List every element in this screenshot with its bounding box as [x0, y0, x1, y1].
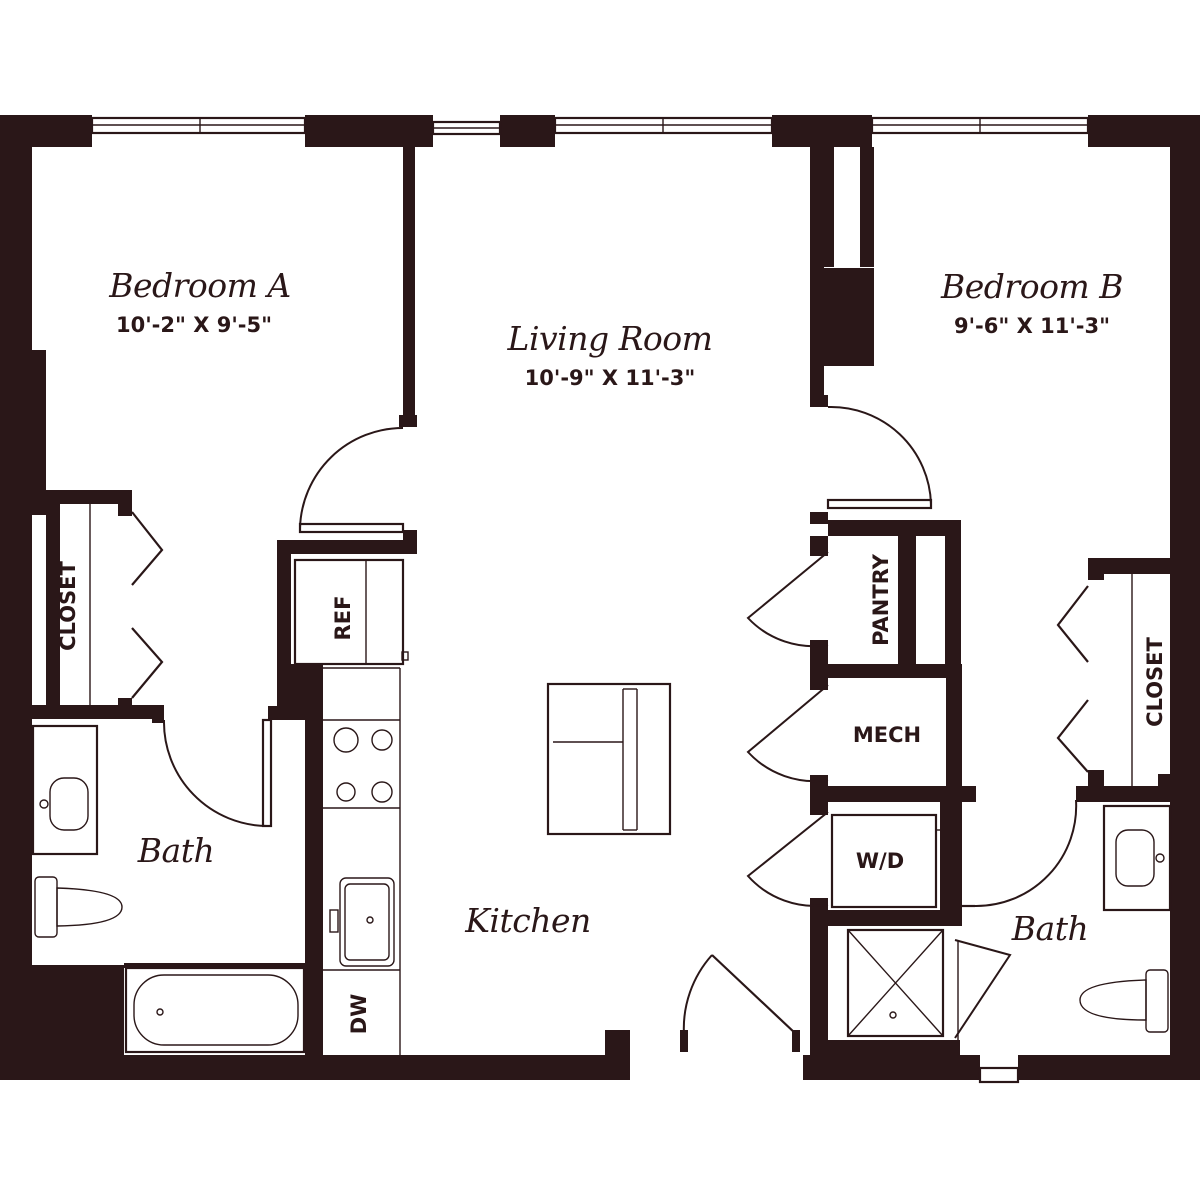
- pantry-label: PANTRY: [869, 553, 893, 646]
- bedroom-b-dims: 9'-6" X 11'-3": [954, 314, 1110, 338]
- interior-walls: [32, 147, 1170, 1080]
- living-room-name: Living Room: [507, 319, 713, 358]
- dw-label: DW: [347, 994, 371, 1035]
- partitions: [89, 504, 1133, 1055]
- doors: [131, 405, 1089, 1052]
- closet-a-label: CLOSET: [56, 560, 80, 650]
- kitchen-name: Kitchen: [464, 901, 591, 940]
- bedroom-a-name: Bedroom A: [108, 266, 291, 305]
- mech-label: MECH: [853, 723, 921, 747]
- living-room-dims: 10'-9" X 11'-3": [525, 366, 696, 390]
- room-labels: Bedroom A 10'-2" X 9'-5" Living Room 10'…: [56, 266, 1167, 1034]
- ref-label: REF: [331, 596, 355, 641]
- wd-label: W/D: [856, 849, 904, 873]
- bedroom-a-dims: 10'-2" X 9'-5": [116, 313, 272, 337]
- windows: [90, 116, 1090, 1084]
- exterior-walls: [0, 115, 1200, 1080]
- fixtures: [31, 682, 1172, 1054]
- bedroom-b-name: Bedroom B: [940, 267, 1123, 306]
- bath-b-name: Bath: [1011, 909, 1088, 948]
- closet-b-label: CLOSET: [1143, 636, 1167, 726]
- bath-a-name: Bath: [137, 831, 214, 870]
